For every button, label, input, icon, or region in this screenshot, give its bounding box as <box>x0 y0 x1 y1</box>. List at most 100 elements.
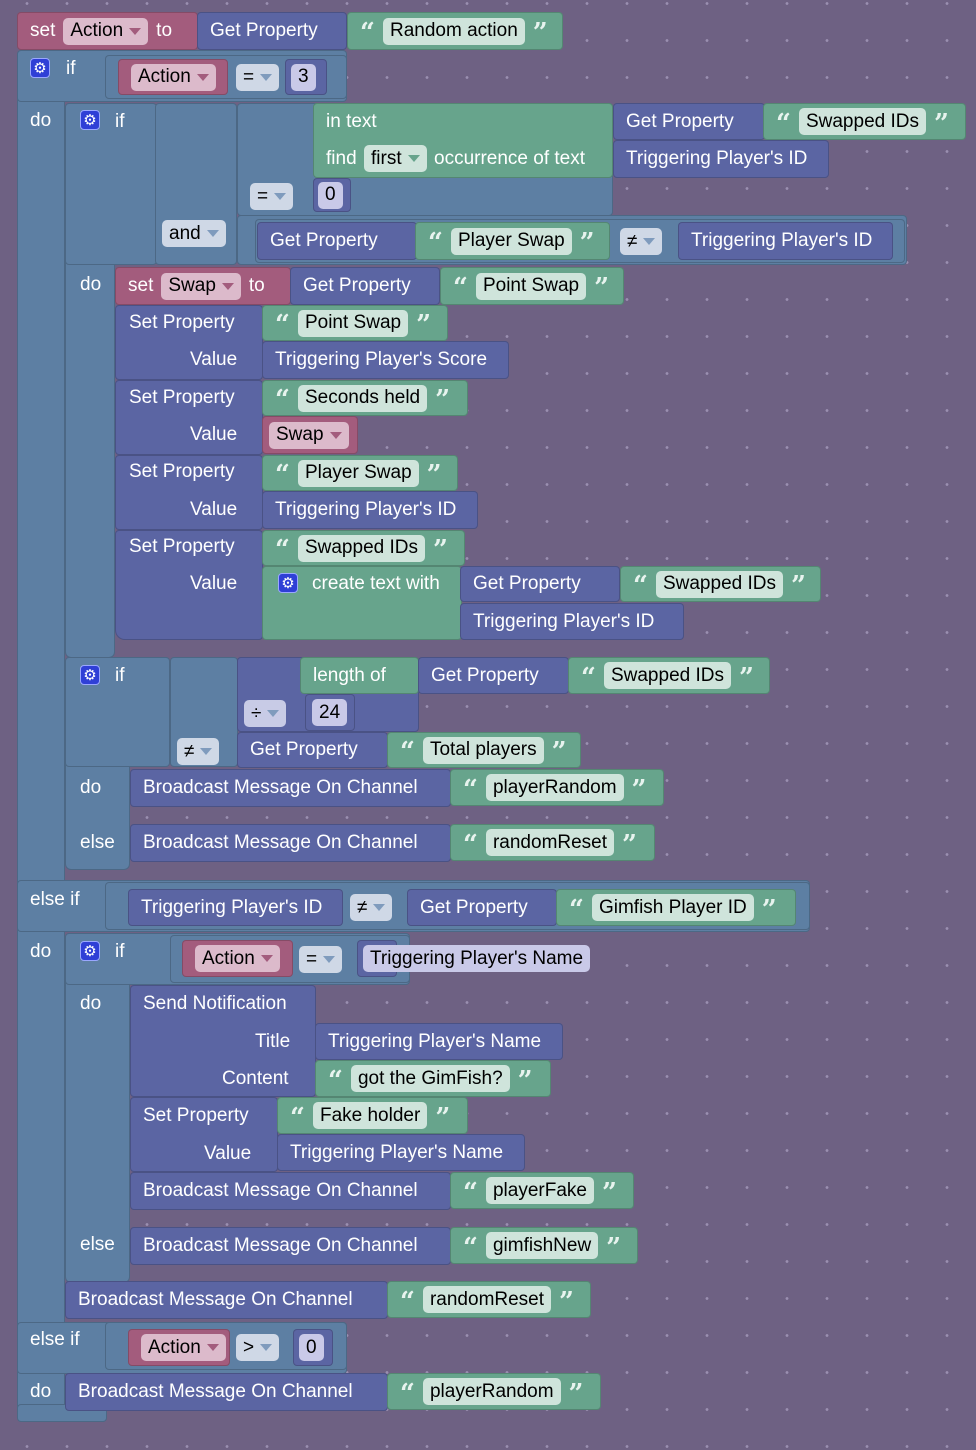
operator-dropdown[interactable]: = <box>299 946 343 973</box>
number-field[interactable]: 0 <box>299 1334 324 1361</box>
operator-dropdown[interactable]: = <box>250 183 294 210</box>
operator-dropdown[interactable]: > <box>236 1334 280 1361</box>
variable-dropdown[interactable]: Swap <box>269 421 349 449</box>
text-block[interactable]: “Total players” <box>387 732 581 768</box>
variable-block[interactable]: Action <box>182 940 293 977</box>
variable-dropdown[interactable]: Action <box>141 1334 226 1361</box>
text-field[interactable]: Player Swap <box>450 227 572 255</box>
gear-icon[interactable]: ⚙ <box>80 941 100 961</box>
text-block[interactable]: “Swapped IDs” <box>568 657 770 694</box>
number-field[interactable]: 3 <box>291 63 316 91</box>
text-block[interactable]: “Seconds held” <box>262 380 468 416</box>
text-field[interactable]: Gimfish Player ID <box>591 894 754 921</box>
operator-dropdown[interactable]: ≠ <box>620 228 663 255</box>
text-field[interactable]: Fake holder <box>312 1102 428 1129</box>
text-block[interactable]: “Fake holder” <box>277 1097 468 1134</box>
number-field[interactable]: 24 <box>312 699 348 726</box>
operator-dropdown[interactable]: ÷ <box>244 700 287 727</box>
set-property-block[interactable] <box>130 1097 278 1172</box>
text-block[interactable]: “gimfishNew” <box>450 1227 638 1264</box>
text-block[interactable]: “Swapped IDs” <box>262 530 465 566</box>
number-block[interactable]: 0 <box>313 178 351 212</box>
triggering-player-name-block[interactable]: Triggering Player's Name <box>277 1134 525 1171</box>
text-block[interactable]: “Swapped IDs” <box>763 103 966 140</box>
text-field[interactable]: Swapped IDs <box>655 570 783 598</box>
get-property-block[interactable]: Get Property <box>407 889 557 926</box>
get-property-block[interactable]: Get Property <box>197 12 347 50</box>
operator-dropdown[interactable]: ≠ <box>177 738 220 765</box>
text-field[interactable]: playerRandom <box>422 1378 561 1405</box>
number-block[interactable]: 0 <box>293 1329 333 1366</box>
text-block[interactable]: “Point Swap” <box>262 305 448 341</box>
triggering-player-id-block[interactable]: Triggering Player's ID <box>613 140 829 178</box>
gimfish-if-block[interactable] <box>65 933 130 1283</box>
text-block[interactable]: “playerFake” <box>450 1172 634 1209</box>
text-block[interactable]: “Swapped IDs” <box>620 566 821 602</box>
variable-block[interactable]: Swap <box>262 416 358 454</box>
broadcast-block[interactable]: Broadcast Message On Channel <box>65 1373 388 1411</box>
text-field[interactable]: Swapped IDs <box>798 108 926 135</box>
occurrence-dropdown[interactable]: first <box>364 145 427 172</box>
triggering-player-score-block[interactable]: Triggering Player's Score <box>262 341 509 379</box>
gear-icon[interactable]: ⚙ <box>80 110 100 130</box>
text-field[interactable]: Seconds held <box>297 384 428 412</box>
text-block[interactable]: “randomReset” <box>387 1281 591 1318</box>
get-property-block[interactable]: Get Property <box>613 103 765 140</box>
outer-if-block[interactable] <box>17 50 65 1420</box>
operator-dropdown[interactable]: = <box>236 64 280 91</box>
set-action-block[interactable]: set Action to <box>17 12 198 50</box>
broadcast-block[interactable]: Broadcast Message On Channel <box>130 1227 451 1265</box>
set-property-block[interactable] <box>115 305 263 380</box>
triggering-player-name-block[interactable]: Triggering Player's Name <box>315 1023 563 1060</box>
number-block[interactable]: 3 <box>285 59 327 95</box>
text-field[interactable]: Point Swap <box>297 309 409 337</box>
broadcast-block[interactable]: Broadcast Message On Channel <box>130 769 451 807</box>
get-property-block[interactable]: Get Property <box>237 732 388 768</box>
broadcast-block[interactable]: Broadcast Message On Channel <box>65 1281 388 1319</box>
number-block[interactable]: Triggering Player's Name <box>357 940 591 977</box>
get-property-block[interactable]: Get Property <box>290 267 440 305</box>
get-property-block[interactable]: Get Property <box>257 222 417 260</box>
text-field[interactable]: Swapped IDs <box>297 534 425 562</box>
find-text-block[interactable] <box>313 103 613 178</box>
variable-dropdown[interactable]: Action <box>63 17 149 45</box>
broadcast-block[interactable]: Broadcast Message On Channel <box>130 824 451 862</box>
text-field[interactable]: gimfishNew <box>485 1232 599 1259</box>
send-notification-block[interactable] <box>130 985 316 1097</box>
set-property-block[interactable] <box>115 530 263 640</box>
text-block[interactable]: “got the GimFish?” <box>315 1060 551 1097</box>
set-swap-block[interactable]: set Swap to <box>115 267 291 305</box>
number-field[interactable]: Triggering Player's Name <box>363 945 591 972</box>
text-field[interactable]: randomReset <box>485 829 615 856</box>
text-block[interactable]: “Random action” <box>347 12 563 50</box>
text-block[interactable]: “playerRandom” <box>450 769 664 806</box>
variable-dropdown[interactable]: Action <box>195 945 280 972</box>
broadcast-block[interactable]: Broadcast Message On Channel <box>130 1172 451 1210</box>
text-block[interactable]: “randomReset” <box>450 824 655 861</box>
set-property-block[interactable] <box>115 380 263 455</box>
set-property-block[interactable] <box>115 455 263 530</box>
text-block[interactable]: “Player Swap” <box>262 455 458 491</box>
text-block[interactable]: “Gimfish Player ID” <box>556 889 796 926</box>
triggering-player-id-block[interactable]: Triggering Player's ID <box>678 222 893 260</box>
triggering-player-id-block[interactable]: Triggering Player's ID <box>262 491 478 529</box>
number-block[interactable]: 24 <box>305 694 355 731</box>
text-block[interactable]: “Player Swap” <box>415 222 610 260</box>
operator-dropdown[interactable]: ≠ <box>350 894 393 921</box>
text-field[interactable]: Random action <box>382 17 525 45</box>
text-field[interactable]: Swapped IDs <box>603 662 731 689</box>
text-field[interactable]: Player Swap <box>297 459 419 487</box>
text-block[interactable]: “Point Swap” <box>440 267 624 305</box>
length-of-block[interactable]: length of <box>300 657 419 694</box>
text-field[interactable]: randomReset <box>422 1286 552 1313</box>
and-dropdown[interactable]: and <box>162 220 226 247</box>
text-block[interactable]: “playerRandom” <box>387 1373 601 1410</box>
text-field[interactable]: Total players <box>422 736 544 764</box>
gear-icon[interactable]: ⚙ <box>80 665 100 685</box>
text-field[interactable]: got the GimFish? <box>350 1065 510 1092</box>
variable-block[interactable]: Action <box>128 1329 230 1366</box>
triggering-player-id-block[interactable]: Triggering Player's ID <box>460 603 684 640</box>
text-field[interactable]: playerRandom <box>485 774 624 801</box>
gear-icon[interactable]: ⚙ <box>30 58 50 78</box>
variable-dropdown[interactable]: Swap <box>161 272 241 300</box>
